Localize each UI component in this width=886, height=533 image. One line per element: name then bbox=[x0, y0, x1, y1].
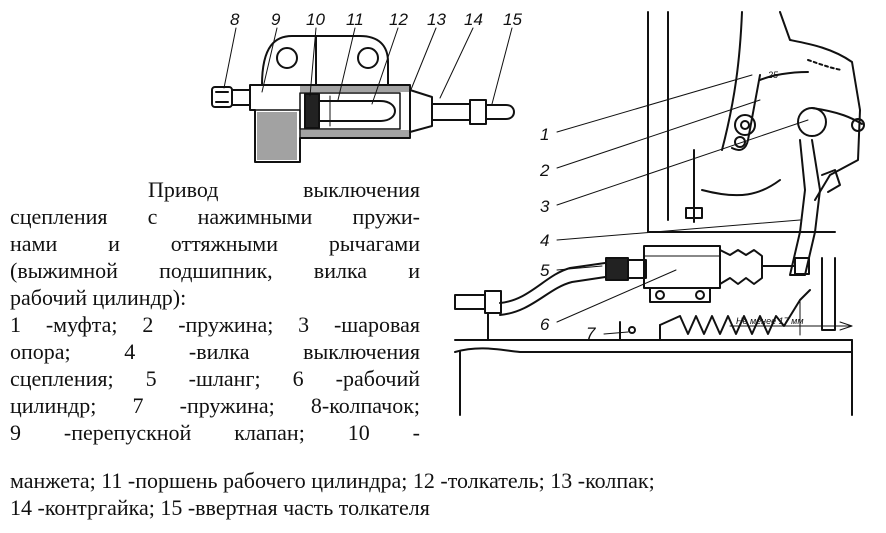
caption-legend-line: 9 -перепускной клапан; 10 - bbox=[10, 420, 420, 445]
label-6: 6 bbox=[540, 315, 550, 334]
caption-line: (выжимной подшипник, вилка и bbox=[10, 258, 420, 283]
caption-line: рабочий цилиндр): bbox=[10, 285, 187, 310]
caption-legend-line: 1 -муфта; 2 -пружина; 3 -шаровая bbox=[10, 312, 420, 337]
caption-legend-wide-1: манжета; 11 -поршень рабочего цилиндра; … bbox=[10, 468, 655, 493]
label-12: 12 bbox=[389, 10, 408, 29]
caption-legend-line: сцепления; 5 -шланг; 6 -рабочий bbox=[10, 366, 420, 391]
caption-line: нами и оттяжными рычагами bbox=[10, 231, 420, 256]
caption-legend-line: цилиндр; 7 -пружина; 8-колпачок; bbox=[10, 393, 420, 418]
label-5: 5 bbox=[540, 261, 550, 280]
figure-caption: Привод выключения сцепления с нажимными … bbox=[10, 176, 420, 446]
caption-title: Привод выключения bbox=[148, 177, 420, 202]
label-2: 2 bbox=[539, 161, 550, 180]
label-7: 7 bbox=[586, 324, 596, 343]
label-1: 1 bbox=[540, 125, 549, 144]
small-mark: 25 bbox=[767, 70, 779, 80]
label-4: 4 bbox=[540, 231, 549, 250]
dimension-label: Не менее 17 мм bbox=[736, 316, 804, 326]
label-8: 8 bbox=[230, 10, 240, 29]
label-9: 9 bbox=[271, 10, 281, 29]
caption-line: сцепления с нажимными пружи- bbox=[10, 204, 420, 229]
clutch-assembly-drawing bbox=[454, 11, 865, 416]
caption-legend-line: опора; 4 -вилка выключения bbox=[10, 339, 420, 364]
label-13: 13 bbox=[427, 10, 446, 29]
label-15: 15 bbox=[503, 10, 522, 29]
label-14: 14 bbox=[464, 10, 483, 29]
label-10: 10 bbox=[306, 10, 325, 29]
label-3: 3 bbox=[540, 197, 550, 216]
caption-legend-wide-2: 14 -контргайка; 15 -ввертная часть толка… bbox=[10, 495, 430, 520]
label-11: 11 bbox=[346, 10, 364, 29]
cylinder-section-drawing bbox=[211, 27, 515, 163]
